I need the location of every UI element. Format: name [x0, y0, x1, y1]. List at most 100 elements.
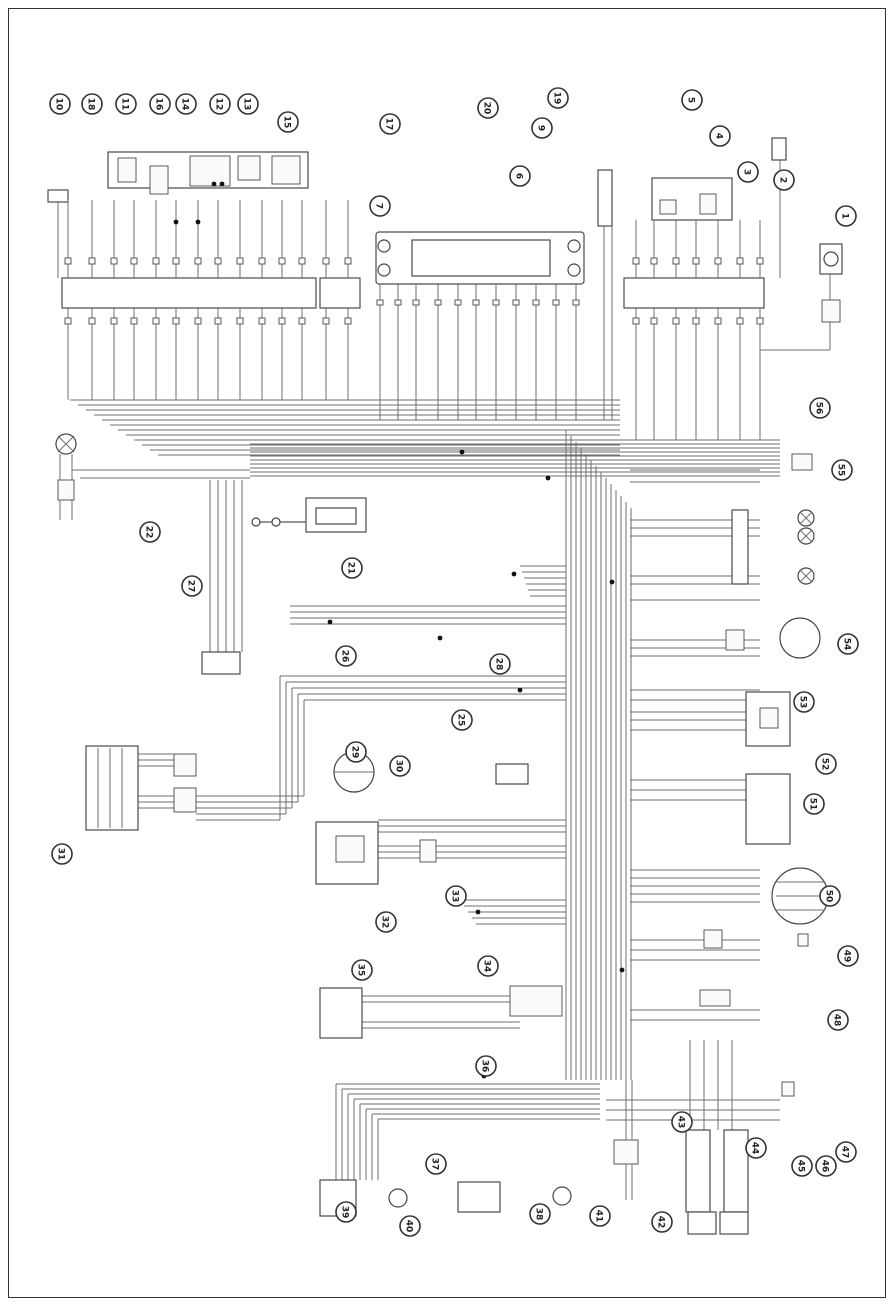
callout-3: 3 — [737, 161, 759, 183]
svg-text:6: 6 — [514, 173, 524, 179]
right-sensor-box — [745, 691, 791, 747]
svg-text:5: 5 — [686, 97, 696, 103]
callout-7: 7 — [369, 195, 391, 217]
callout-2: 2 — [773, 169, 795, 191]
svg-text:18: 18 — [86, 98, 96, 111]
callout-37: 37 — [425, 1153, 447, 1175]
left-small-module — [201, 651, 241, 675]
svg-text:31: 31 — [56, 848, 66, 861]
callout-49: 49 — [837, 945, 859, 967]
callout-44: 44 — [745, 1137, 767, 1159]
svg-text:26: 26 — [340, 650, 350, 663]
callout-14: 14 — [175, 93, 197, 115]
svg-text:40: 40 — [404, 1220, 414, 1233]
svg-text:49: 49 — [842, 950, 852, 963]
right-indicator-lamps — [731, 453, 815, 585]
callout-52: 52 — [815, 753, 837, 775]
callout-53: 53 — [793, 691, 815, 713]
right-dial — [771, 867, 829, 925]
callout-38: 38 — [529, 1203, 551, 1225]
left-multi-connector — [85, 745, 197, 831]
callout-32: 32 — [375, 911, 397, 933]
callout-55: 55 — [831, 459, 853, 481]
callout-36: 36 — [475, 1055, 497, 1077]
svg-text:7: 7 — [374, 203, 384, 209]
callout-48: 48 — [827, 1009, 849, 1031]
svg-text:32: 32 — [380, 916, 390, 929]
callout-25: 25 — [451, 709, 473, 731]
callout-35: 35 — [351, 959, 373, 981]
main-harness — [59, 181, 780, 1200]
left-lamp — [55, 433, 77, 501]
svg-text:47: 47 — [840, 1146, 850, 1159]
svg-text:29: 29 — [350, 746, 360, 759]
svg-text:27: 27 — [186, 580, 196, 593]
connector-strips — [61, 277, 765, 309]
left-lower-box — [319, 987, 363, 1039]
svg-text:13: 13 — [242, 98, 252, 111]
svg-text:52: 52 — [820, 758, 830, 771]
drop-wires — [57, 160, 831, 440]
bottom-lamps — [319, 985, 749, 1235]
svg-text:22: 22 — [144, 526, 154, 539]
svg-text:35: 35 — [356, 964, 366, 977]
svg-text:19: 19 — [552, 92, 562, 105]
callout-46: 46 — [815, 1155, 837, 1177]
callout-10: 10 — [49, 93, 71, 115]
callout-27: 27 — [181, 575, 203, 597]
svg-text:53: 53 — [798, 696, 808, 709]
callout-31: 31 — [51, 843, 73, 865]
callout-1: 1 — [835, 205, 857, 227]
svg-text:48: 48 — [832, 1014, 842, 1027]
callout-54: 54 — [837, 633, 859, 655]
callout-39: 39 — [335, 1201, 357, 1223]
svg-text:9: 9 — [536, 125, 546, 131]
svg-text:1: 1 — [840, 213, 850, 219]
callout-29: 29 — [345, 741, 367, 763]
sheet-border — [8, 8, 886, 1298]
right-gauge — [725, 617, 821, 659]
top-right-switch-block — [597, 137, 843, 323]
top-left-switch-block — [47, 151, 309, 203]
svg-text:30: 30 — [394, 760, 404, 773]
callout-11: 11 — [115, 93, 137, 115]
center-left-motor — [315, 751, 437, 885]
callout-26: 26 — [335, 645, 357, 667]
callout-6: 6 — [509, 165, 531, 187]
svg-text:43: 43 — [676, 1116, 686, 1129]
callout-12: 12 — [209, 93, 231, 115]
callout-15: 15 — [277, 111, 299, 133]
svg-text:34: 34 — [482, 960, 492, 973]
callout-22: 22 — [139, 521, 161, 543]
right-lower-switches — [699, 929, 809, 1097]
svg-text:46: 46 — [820, 1160, 830, 1173]
callout-9: 9 — [531, 117, 553, 139]
callout-28: 28 — [489, 653, 511, 675]
svg-text:14: 14 — [180, 98, 190, 111]
dashboard-instrument — [375, 231, 585, 285]
svg-text:55: 55 — [836, 464, 846, 477]
svg-text:15: 15 — [282, 116, 292, 129]
callout-50: 50 — [819, 885, 841, 907]
svg-text:21: 21 — [346, 562, 356, 575]
center-horn — [495, 763, 529, 785]
svg-text:37: 37 — [430, 1158, 440, 1171]
svg-text:11: 11 — [120, 98, 130, 111]
svg-text:56: 56 — [814, 402, 824, 415]
callout-51: 51 — [803, 793, 825, 815]
callout-16: 16 — [149, 93, 171, 115]
center-relay — [251, 497, 367, 533]
svg-text:54: 54 — [842, 638, 852, 651]
svg-text:41: 41 — [594, 1210, 604, 1223]
svg-text:38: 38 — [534, 1208, 544, 1221]
callout-33: 33 — [445, 885, 467, 907]
svg-text:51: 51 — [808, 798, 818, 811]
callout-43: 43 — [671, 1111, 693, 1133]
svg-text:4: 4 — [714, 133, 724, 139]
callout-45: 45 — [791, 1155, 813, 1177]
svg-text:39: 39 — [340, 1206, 350, 1219]
callout-40: 40 — [399, 1215, 421, 1237]
callout-13: 13 — [237, 93, 259, 115]
svg-text:45: 45 — [796, 1160, 806, 1173]
